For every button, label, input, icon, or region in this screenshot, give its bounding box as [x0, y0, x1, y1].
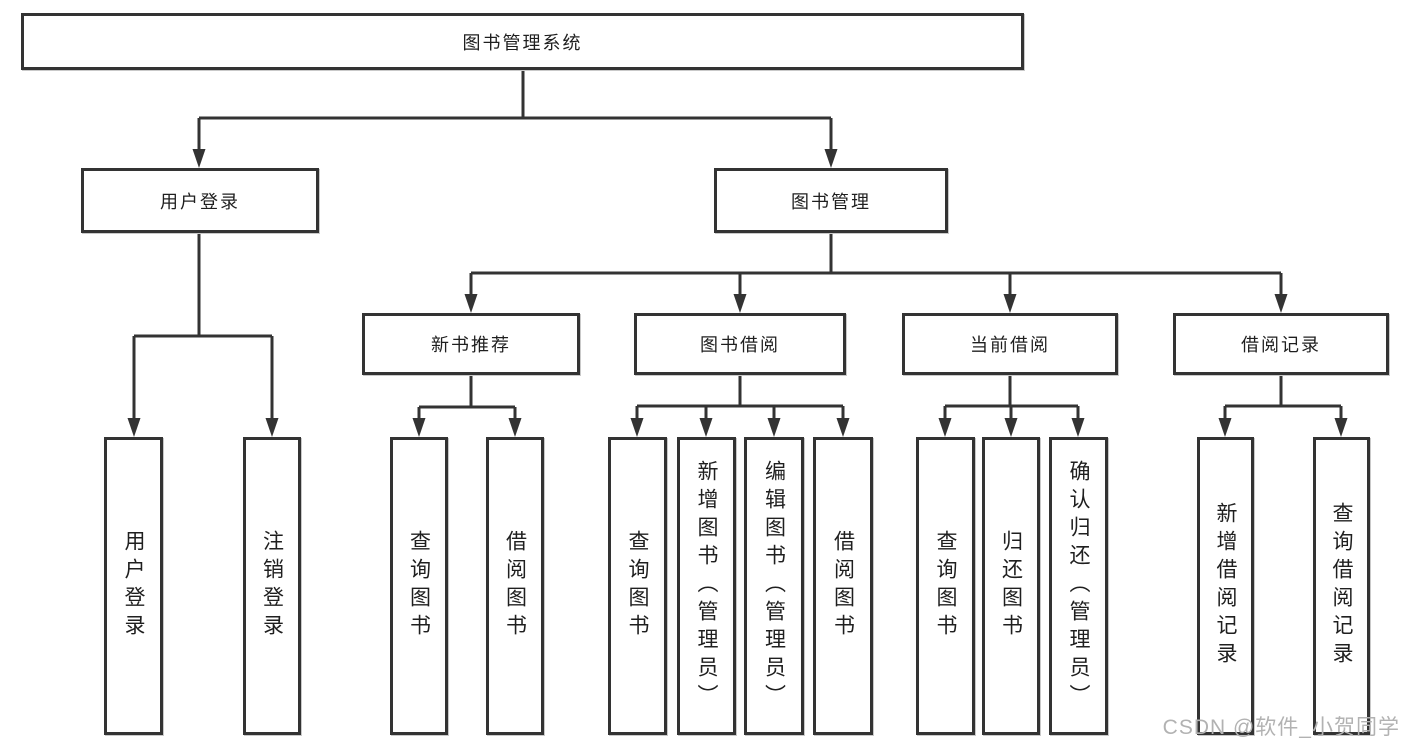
leaf-label: 归还图书 [999, 530, 1023, 642]
leaf-borrow-books-2: 借阅图书 [813, 437, 873, 735]
leaf-label: 用户登录 [122, 530, 145, 642]
leaf-label: 查询图书 [934, 530, 957, 642]
csdn-watermark: CSDN @软件_小贺同学 [1162, 716, 1400, 739]
node-library-management-system: 图书管理系统 [21, 13, 1024, 70]
leaf-label: 借阅图书 [831, 530, 855, 642]
arrowheads [127, 149, 1348, 437]
leaf-query-books-2: 查询图书 [608, 437, 667, 735]
leaf-user-login: 用户登录 [104, 437, 163, 735]
leaf-logout: 注销登录 [243, 437, 301, 735]
node-current-borrowing: 当前借阅 [902, 313, 1118, 375]
leaf-query-borrow-record: 查询借阅记录 [1313, 437, 1370, 735]
leaf-label: 新增图书（管理员） [695, 460, 718, 712]
leaf-return-books: 归还图书 [982, 437, 1040, 735]
leaf-add-books-admin: 新增图书（管理员） [677, 437, 736, 735]
leaf-label: 查询借阅记录 [1330, 502, 1353, 670]
node-user-login: 用户登录 [81, 168, 319, 233]
leaf-query-books-1: 查询图书 [390, 437, 448, 735]
leaf-query-books-3: 查询图书 [916, 437, 975, 735]
node-borrowing-records: 借阅记录 [1173, 313, 1389, 375]
node-book-borrowing: 图书借阅 [634, 313, 846, 375]
leaf-label: 确认归还（管理员） [1067, 460, 1090, 712]
node-new-book-recommend: 新书推荐 [362, 313, 580, 375]
leaf-label: 查询图书 [407, 530, 431, 642]
leaf-confirm-return-admin: 确认归还（管理员） [1049, 437, 1108, 735]
leaf-add-borrow-record: 新增借阅记录 [1197, 437, 1254, 735]
leaf-label: 编辑图书（管理员） [762, 460, 786, 712]
leaf-label: 借阅图书 [503, 530, 527, 642]
leaf-label: 查询图书 [626, 530, 649, 642]
leaf-label: 注销登录 [260, 530, 284, 642]
leaf-label: 新增借阅记录 [1214, 502, 1237, 670]
leaf-borrow-books-1: 借阅图书 [486, 437, 544, 735]
leaf-edit-books-admin: 编辑图书（管理员） [744, 437, 804, 735]
node-book-management: 图书管理 [714, 168, 948, 233]
